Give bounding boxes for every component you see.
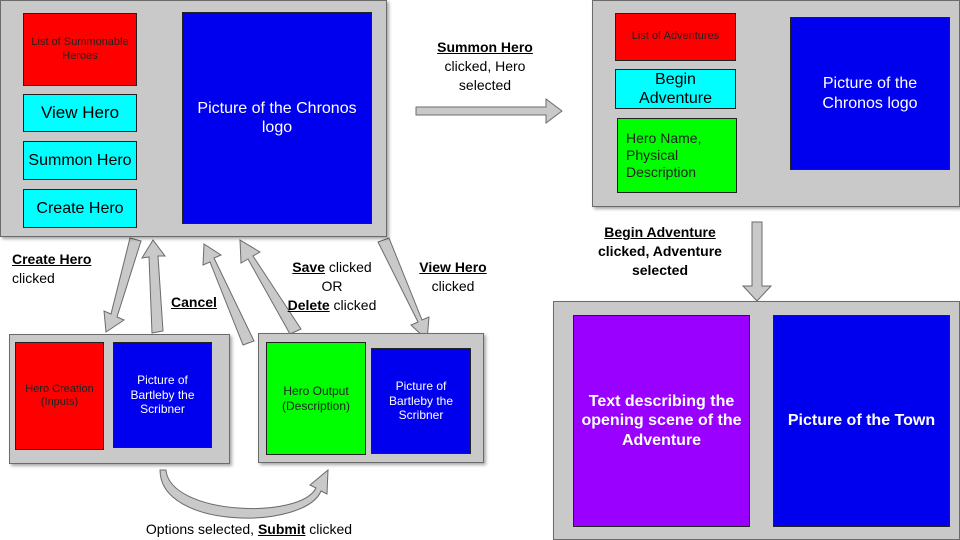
create-label-line2: clicked: [12, 270, 55, 286]
summon-arrow: [415, 98, 563, 124]
cancel-arrow: [141, 239, 166, 334]
adventures-list[interactable]: List of Adventures: [615, 13, 736, 61]
submit-suffix-text: clicked: [305, 521, 353, 537]
delete-clicked-text: clicked: [329, 297, 377, 313]
cancel-transition-label: Cancel: [171, 293, 231, 312]
view-hero-link: View Hero: [419, 259, 487, 275]
view-label-line2: clicked: [431, 278, 475, 294]
delete-link: Delete: [287, 297, 330, 313]
submit-arrow: [159, 468, 329, 519]
hero-creation-inputs[interactable]: Hero Creation (Inputs): [15, 342, 104, 450]
hero-name-description: Hero Name, Physical Description: [617, 118, 737, 193]
begin-label-line2: clicked, Adventure: [598, 243, 722, 259]
save-delete-arrow-2: [239, 239, 302, 335]
begin-transition-label: Begin Adventure clicked, Adventure selec…: [580, 223, 740, 280]
hero-output-description: Hero Output (Description): [266, 342, 366, 455]
bartleby-picture: Picture of Bartleby the Scribner: [113, 342, 212, 448]
submit-link: Submit: [257, 521, 306, 537]
view-hero-arrow: [377, 237, 430, 342]
submit-prefix-text: Options selected,: [145, 521, 258, 537]
town-picture: Picture of the Town: [773, 315, 950, 527]
begin-adventure-link: Begin Adventure: [604, 224, 716, 240]
view-transition-label: View Hero clicked: [408, 258, 498, 296]
submit-transition-label: Options selected, Submit clicked: [118, 520, 380, 539]
save-link: Save: [292, 259, 325, 275]
begin-adventure-arrow: [741, 221, 773, 302]
opening-scene-text: Text describing the opening scene of the…: [573, 315, 750, 527]
chronos-logo-picture: Picture of the Chronos logo: [182, 12, 372, 224]
summon-hero-link: Summon Hero: [437, 39, 533, 55]
summonable-heroes-list[interactable]: List of Summonable Heroes: [23, 13, 137, 86]
or-text: OR: [321, 278, 343, 294]
begin-label-line3: selected: [631, 262, 689, 278]
summon-label-line3: selected: [458, 77, 512, 93]
save-clicked-text: clicked: [325, 259, 372, 275]
begin-adventure-button[interactable]: Begin Adventure: [615, 69, 736, 109]
summon-transition-label: Summon Hero clicked, Hero selected: [410, 38, 560, 95]
save-delete-arrow-1: [202, 243, 255, 346]
cancel-link: Cancel: [171, 294, 217, 310]
bartleby-picture-2: Picture of Bartleby the Scribner: [371, 348, 471, 454]
summon-hero-button[interactable]: Summon Hero: [23, 141, 137, 180]
create-transition-label: Create Hero clicked: [12, 250, 122, 288]
create-hero-button[interactable]: Create Hero: [23, 189, 137, 228]
summon-label-line2: clicked, Hero: [444, 58, 526, 74]
save-delete-transition-label: Save clicked OR Delete clicked: [268, 258, 396, 315]
create-hero-arrow: [103, 237, 142, 333]
chronos-logo-picture-2: Picture of the Chronos logo: [790, 17, 950, 170]
create-hero-link: Create Hero: [12, 251, 92, 267]
view-hero-button[interactable]: View Hero: [23, 94, 137, 132]
